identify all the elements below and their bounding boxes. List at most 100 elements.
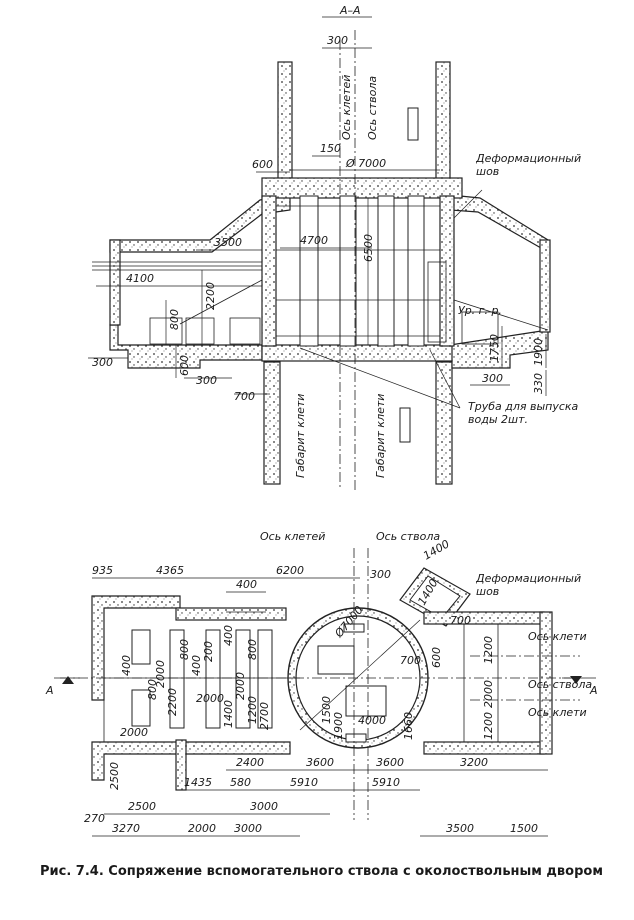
roof-right xyxy=(449,194,549,254)
floor-left xyxy=(109,324,263,369)
plan-dim-600: 600 xyxy=(430,647,443,668)
plan-dim-1200-c: 1200 xyxy=(482,712,495,740)
plan-dim-2200: 2200 xyxy=(166,688,179,716)
plan-dim-200: 200 xyxy=(202,641,215,662)
dim-800: 800 xyxy=(168,309,181,330)
dim-600: 600 xyxy=(252,158,273,171)
dim-300-right: 300 xyxy=(482,372,503,385)
plan-dim-800-c: 800 xyxy=(246,639,259,660)
plan-pillars xyxy=(103,620,300,742)
shaft-wall-left-lower xyxy=(263,361,281,485)
plan-dim-1200-b: 1200 xyxy=(482,636,495,664)
plan-dim-800-b: 800 xyxy=(146,679,159,700)
plan-dim-400-a: 400 xyxy=(120,655,133,676)
plan-wall-top-right xyxy=(423,611,545,625)
section-view: А–А xyxy=(88,4,582,490)
plan-dim-4365: 4365 xyxy=(156,564,184,577)
plan-dim-4000: 4000 xyxy=(358,714,386,727)
plan-label-axis-cage: Ось клетей xyxy=(260,530,325,543)
plan-dim-700-mid: 700 xyxy=(400,654,421,667)
plan-dim-3600-a: 3600 xyxy=(306,756,334,769)
dim-1750: 1750 xyxy=(488,334,501,362)
cage-guides xyxy=(276,195,440,347)
plan-dim-800-a: 800 xyxy=(178,639,191,660)
plan-label-joint: Деформационный шов xyxy=(476,572,582,598)
plan-label-axis-cage-1: Ось клети xyxy=(528,630,587,643)
shaft-opening-top xyxy=(407,107,419,141)
dim-150: 150 xyxy=(320,142,341,155)
plan-dim-935: 935 xyxy=(92,564,113,577)
plan-dim-2000-f: 2000 xyxy=(188,822,216,835)
dim-d7000: Ø 7000 xyxy=(345,157,386,170)
plan-dim-270: 270 xyxy=(84,812,105,825)
label-axis-cage: Ось клетей xyxy=(340,75,353,140)
dim-2200: 2200 xyxy=(204,282,217,310)
plan-wall-end-right xyxy=(539,611,553,755)
dim-330: 330 xyxy=(532,373,545,394)
plan-dim-3500: 3500 xyxy=(446,822,474,835)
dim-300-mid: 300 xyxy=(196,374,217,387)
plan-dim-2000-c: 2000 xyxy=(120,726,148,739)
plan-dim-1660: 1660 xyxy=(402,712,415,740)
plan-dim-1500-h: 1500 xyxy=(510,822,538,835)
section-title: А–А xyxy=(339,4,361,17)
dim-4700: 4700 xyxy=(300,234,328,247)
plan-dim-400: 400 xyxy=(236,578,257,591)
plan-dim-580: 580 xyxy=(230,776,251,789)
plan-dim-6200: 6200 xyxy=(276,564,304,577)
plan-wall-top-left xyxy=(91,595,181,701)
label-gabarit-right: Габарит клети xyxy=(374,394,387,478)
plan-dim-2000-a: 2000 xyxy=(154,660,167,688)
plan-dim-1500: 1500 xyxy=(320,696,333,724)
plan-dim-2500-v: 2500 xyxy=(108,762,121,790)
plan-dim-2000-b: 2000 xyxy=(234,672,247,700)
dim-1900: 1900 xyxy=(532,338,545,366)
plan-dim-2000-d: 2000 xyxy=(482,680,495,708)
plan-dim-1400: 1400 xyxy=(222,700,235,728)
label-level: Ур. г. р. xyxy=(458,304,502,317)
shaft-wall-right-lower xyxy=(435,361,453,485)
plan-dim-5910-b: 5910 xyxy=(372,776,400,789)
shaft-wall-right-upper xyxy=(435,61,451,183)
plan-dim-300: 300 xyxy=(370,568,391,581)
collar-ring-bottom xyxy=(261,344,453,362)
plan-wall-bottom-right xyxy=(423,741,545,755)
section-marker-right: А xyxy=(589,684,598,697)
plan-dim-2700: 2700 xyxy=(258,702,271,730)
diameter-line xyxy=(299,619,421,731)
plan-dim-5910-a: 5910 xyxy=(290,776,318,789)
label-joint-top: Деформационный шов xyxy=(476,152,582,178)
plan-dim-2500-h: 2500 xyxy=(128,800,156,813)
plan-label-axis-shaft-r: Ось ствола xyxy=(528,678,592,691)
plan-wall-bottom-left xyxy=(91,741,291,781)
plan-dim-3000-b: 3000 xyxy=(234,822,262,835)
label-gabarit-left: Габарит клети xyxy=(294,394,307,478)
dim-600-left: 600 xyxy=(178,355,191,376)
cage-upper xyxy=(317,645,355,675)
label-pipe: Труба для выпуска воды 2шт. xyxy=(468,400,579,426)
plan-label-axis-shaft: Ось ствола xyxy=(376,530,440,543)
plan-label-axis-cage-2: Ось клети xyxy=(528,706,587,719)
plan-wall-top-mid xyxy=(175,607,287,621)
dim-4100: 4100 xyxy=(126,272,154,285)
plan-dim-3000-a: 3000 xyxy=(250,800,278,813)
plan-dim-1200-a: 1200 xyxy=(246,696,259,724)
shaft-wall-left-upper xyxy=(277,61,293,183)
dim-300-top: 300 xyxy=(327,34,348,47)
plan-dim-3200: 3200 xyxy=(460,756,488,769)
plan-dim-2400: 2400 xyxy=(236,756,264,769)
plan-dim-3270: 3270 xyxy=(112,822,140,835)
plan-dim-2000-e: 2000 xyxy=(196,692,224,705)
dim-6500: 6500 xyxy=(362,234,375,262)
plan-wall-stub xyxy=(175,739,187,791)
cage-lower xyxy=(345,685,387,717)
plan-dim-400-c: 400 xyxy=(222,625,235,646)
gallery-end-wall xyxy=(109,239,121,326)
plan-dim-1900: 1900 xyxy=(332,712,345,740)
collar-ring-top xyxy=(261,177,463,199)
plan-view: 935 4365 6200 400 300 1400 1400 700 400 … xyxy=(45,530,598,837)
dim-3500: 3500 xyxy=(214,236,242,249)
dim-700: 700 xyxy=(234,390,255,403)
shaft-opening-bottom xyxy=(399,407,411,443)
dim-300-left: 300 xyxy=(92,356,113,369)
